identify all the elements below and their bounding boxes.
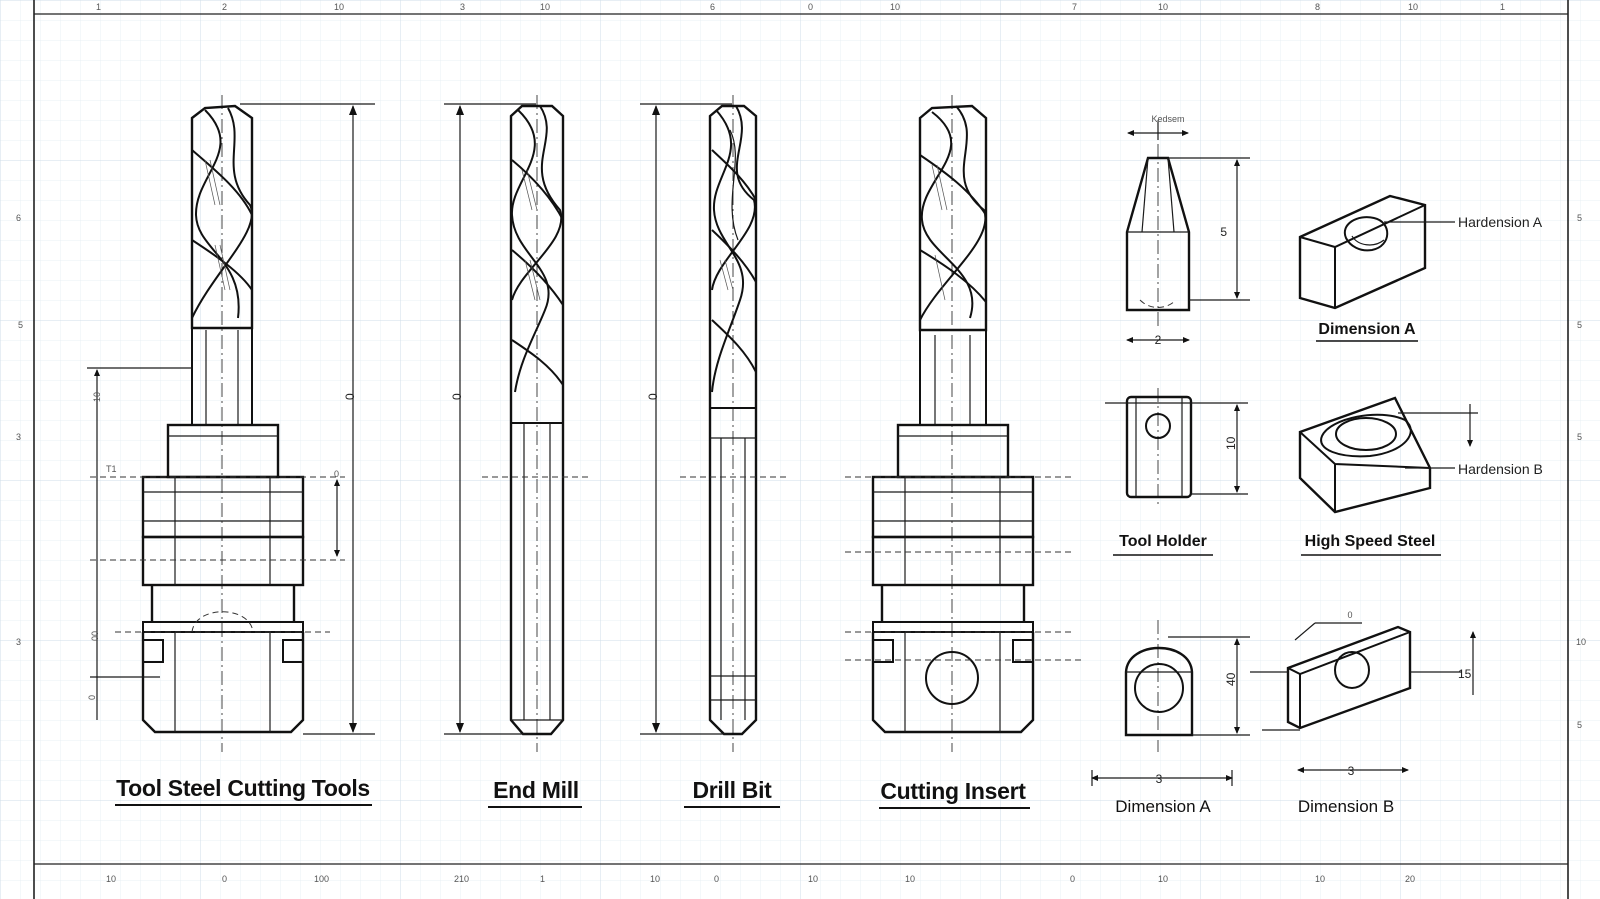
ruler-right-2: 5 <box>1577 320 1582 330</box>
cutting-insert-drawing <box>845 95 1085 752</box>
ruler-top-11: 8 <box>1315 2 1320 12</box>
ruler-top-4: 3 <box>460 2 465 12</box>
ruler-top-9: 7 <box>1072 2 1077 12</box>
hardension-a-label: Hardension A <box>1458 214 1543 230</box>
hardension-b-label: Hardension B <box>1458 461 1543 477</box>
end-mill-title: End Mill <box>493 777 579 803</box>
ruler-left-1: 6 <box>16 213 21 223</box>
ruler-right-5: 5 <box>1577 720 1582 730</box>
dimension-b-bottom-label: Dimension B <box>1298 797 1394 816</box>
detail-tool-holder <box>1105 388 1248 505</box>
ruler-top-6: 6 <box>710 2 715 12</box>
tool-steel-left-dim-lower: 00 <box>90 631 100 641</box>
ruler-top: 1 2 10 3 10 6 0 10 7 10 8 10 1 <box>96 2 1505 12</box>
tool-steel-note-b: 0 <box>334 469 339 479</box>
tool-steel-left-mark: 0 <box>87 695 97 700</box>
ruler-top-12: 10 <box>1408 2 1418 12</box>
tool-holder-label: Tool Holder <box>1119 533 1207 550</box>
ruler-top-10: 10 <box>1158 2 1168 12</box>
ruler-bottom-13: 20 <box>1405 874 1415 884</box>
ruler-right-1: 5 <box>1577 213 1582 223</box>
ruler-bottom-11: 10 <box>1158 874 1168 884</box>
ruler-right-3: 5 <box>1577 432 1582 442</box>
end-mill-drawing <box>444 95 590 752</box>
detail-dim-2: 2 <box>1155 333 1162 347</box>
detail-arch-insert <box>1091 620 1250 786</box>
dimension-a-bottom-label: Dimension A <box>1115 797 1211 816</box>
drill-bit-flutes <box>711 105 757 393</box>
ruler-bottom-8: 10 <box>808 874 818 884</box>
tool-steel-note-a: T1 <box>106 464 117 474</box>
tool-steel-overall-dim: 0 <box>343 393 357 400</box>
ruler-top-2: 2 <box>222 2 227 12</box>
detail-dim-3b: 3 <box>1348 764 1355 778</box>
ruler-bottom-6: 10 <box>650 874 660 884</box>
ruler-top-3: 10 <box>334 2 344 12</box>
detail-dim-3a: 3 <box>1156 772 1163 786</box>
drawing-frame <box>33 0 1569 899</box>
cutting-insert-title: Cutting Insert <box>880 778 1026 804</box>
ruler-top-8: 10 <box>890 2 900 12</box>
ruler-right: 5 5 5 10 5 <box>1576 213 1586 730</box>
ruler-top-7: 0 <box>808 2 813 12</box>
ruler-bottom: 10 0 100 210 1 10 0 10 10 0 10 10 20 <box>106 874 1415 884</box>
detail-dim-5: 5 <box>1220 225 1227 239</box>
tool-steel-title: Tool Steel Cutting Tools <box>116 775 370 801</box>
end-mill-overall-dim: 0 <box>450 393 464 400</box>
high-speed-steel-label: High Speed Steel <box>1305 533 1436 550</box>
drill-bit-drawing <box>640 95 790 752</box>
drill-bit-title: Drill Bit <box>692 777 772 803</box>
ruler-top-13: 1 <box>1500 2 1505 12</box>
ruler-top-5: 10 <box>540 2 550 12</box>
detail-tapered-insert <box>1125 120 1250 343</box>
ruler-left-2: 5 <box>18 320 23 330</box>
ruler-bottom-12: 10 <box>1315 874 1325 884</box>
detail-top-note: Kedsem <box>1151 114 1184 124</box>
detail-dim-40: 40 <box>1224 672 1238 686</box>
ruler-bottom-9: 10 <box>905 874 915 884</box>
drill-bit-overall-dim: 0 <box>646 393 660 400</box>
ruler-bottom-4: 210 <box>454 874 469 884</box>
ruler-left-3: 3 <box>16 432 21 442</box>
detail-block-b <box>1298 396 1478 514</box>
end-mill-flutes <box>510 105 564 393</box>
ruler-bottom-5: 1 <box>540 874 545 884</box>
tool-steel-left-dim-upper: 10 <box>92 392 102 402</box>
ruler-right-4: 10 <box>1576 637 1586 647</box>
ruler-bottom-1: 10 <box>106 874 116 884</box>
detail-dim-0: 0 <box>1347 610 1352 620</box>
ruler-left: 6 5 3 3 <box>16 213 23 647</box>
detail-block-a <box>1298 194 1455 310</box>
ruler-bottom-3: 100 <box>314 874 329 884</box>
dimension-a-label: Dimension A <box>1318 321 1416 338</box>
ruler-bottom-10: 0 <box>1070 874 1075 884</box>
ruler-left-4: 3 <box>16 637 21 647</box>
detail-wedge-insert <box>1250 622 1476 773</box>
detail-dim-10: 10 <box>1224 436 1238 450</box>
detail-dim-15: 15 <box>1458 667 1472 681</box>
tool-steel-flutes <box>191 107 253 319</box>
ruler-bottom-7: 0 <box>714 874 719 884</box>
ruler-top-1: 1 <box>96 2 101 12</box>
tool-steel-cutting-tool-drawing <box>87 95 375 752</box>
ruler-bottom-2: 0 <box>222 874 227 884</box>
cutting-insert-flutes <box>919 105 987 321</box>
